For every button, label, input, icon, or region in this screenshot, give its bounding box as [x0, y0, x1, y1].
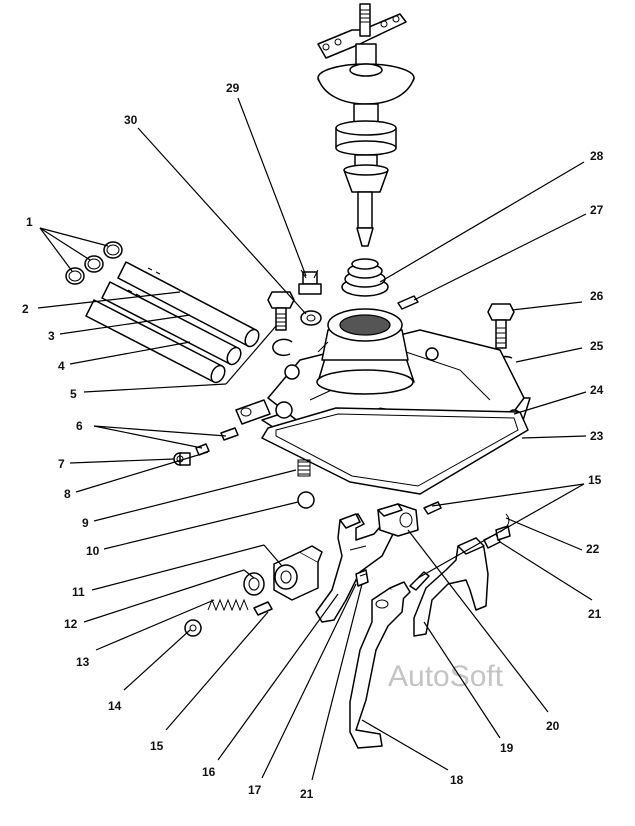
spring-13 [207, 598, 249, 612]
block-20 [377, 503, 419, 537]
ball-10 [297, 491, 315, 509]
callout-29: 29 [226, 81, 240, 95]
callout-27: 27 [590, 203, 604, 217]
leader-lines [37, 97, 593, 781]
callout-23: 23 [590, 429, 604, 443]
bolt-26 [487, 303, 515, 349]
callout-8: 8 [64, 487, 71, 501]
callout-1: 1 [26, 215, 33, 229]
callout-16: 16 [202, 765, 216, 779]
callout-28: 28 [590, 149, 604, 163]
fork-19 [413, 537, 489, 637]
switch-29 [298, 269, 322, 295]
watermark: AutoSoft [388, 660, 504, 693]
callout-9: 9 [82, 516, 89, 530]
callout-11: 11 [72, 585, 85, 599]
callout-7: 7 [58, 457, 65, 471]
callout-24: 24 [590, 383, 604, 397]
pin-15-left [253, 601, 273, 616]
callout-12: 12 [64, 617, 78, 631]
callout-2: 2 [22, 302, 29, 316]
gear-lever-assembly [317, 3, 415, 247]
callout-26: 26 [590, 289, 604, 303]
o-rings [65, 241, 123, 285]
callout-3: 3 [48, 329, 55, 343]
callout-15-left: 15 [150, 739, 164, 753]
rubber-boot [341, 258, 389, 297]
bolt-21-upper [483, 525, 511, 549]
selector-block-11 [273, 545, 323, 601]
shift-rails [85, 261, 260, 384]
pin-6b [220, 427, 239, 441]
callout-25: 25 [590, 339, 604, 353]
fork-16 [315, 513, 395, 623]
bolt-21-lower [355, 569, 369, 587]
callout-6: 6 [76, 419, 83, 433]
callout-30: 30 [124, 113, 138, 127]
detent-plug-7 [173, 452, 191, 466]
collar-12 [243, 572, 265, 596]
plug-14 [184, 619, 202, 637]
callout-10: 10 [86, 544, 100, 558]
bolt-5 [267, 291, 295, 331]
pin [397, 295, 419, 310]
washer-30 [300, 310, 322, 326]
gasket [261, 407, 529, 495]
callout-labels: 1 2 3 4 5 6 7 8 9 10 11 12 13 14 15 15 1… [22, 81, 604, 801]
callout-5: 5 [70, 387, 77, 401]
fork-18 [349, 581, 411, 749]
callout-20: 20 [546, 719, 560, 733]
callout-18: 18 [450, 773, 464, 787]
pin-15-right-a [423, 501, 442, 515]
callout-22: 22 [586, 542, 600, 556]
callout-21-bottom: 21 [300, 787, 314, 801]
callout-13: 13 [76, 655, 90, 669]
callout-19: 19 [500, 741, 514, 755]
callout-4: 4 [58, 359, 65, 373]
callout-15-right: 15 [588, 473, 602, 487]
snap-ring-left [272, 338, 293, 357]
spring-9 [297, 459, 311, 477]
callout-21-right: 21 [588, 607, 602, 621]
callout-14: 14 [108, 699, 122, 713]
callout-17: 17 [248, 783, 262, 797]
